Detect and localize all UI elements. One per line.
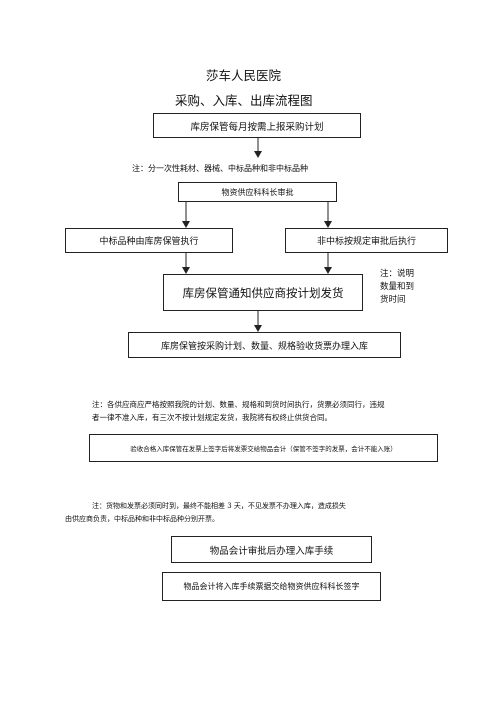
note-quantity-time-line-1: 注：说明 bbox=[380, 269, 415, 279]
note-categories: 注：分一次性耗材、器械、中标品种和非中标品种 bbox=[132, 164, 308, 173]
step-notify-supplier: 库房保管通知供应商按计划发货 bbox=[163, 274, 363, 311]
step-non-winning-bid-execution: 非中标按规定审批后执行 bbox=[285, 228, 448, 253]
note-invoice-rules: 注：货物和发票必须同时到，最终不能相差 3 天，不见发票不办理入库，造成损失 由… bbox=[65, 500, 346, 526]
step-inspection-storage: 库房保管按采购计划、数量、规格验收货票办理入库 bbox=[128, 332, 401, 358]
note-invoice-rules-line-2: 由供应商负责，中标品种和非中标品种分别开票。 bbox=[65, 515, 219, 523]
step-accountant-approval: 物品会计审批后办理入库手续 bbox=[171, 536, 372, 563]
note-quantity-time: 注：说明 数量和到 货时间 bbox=[380, 268, 414, 307]
note-quantity-time-line-2: 数量和到 bbox=[380, 282, 415, 292]
note-supplier-rules-line-2: 者一律不准入库，有三次不按计划规定发货，我院将有权终止供货合同。 bbox=[92, 413, 332, 422]
step-supply-director-approval: 物资供应科科长审批 bbox=[178, 182, 337, 202]
step-monthly-purchase-plan: 库房保管每月按需上报采购计划 bbox=[153, 113, 361, 138]
step-director-signature: 物品会计将入库手续票据交给物资供应科科长签字 bbox=[162, 572, 381, 601]
note-invoice-rules-line-1: 注：货物和发票必须同时到，最终不能相差 3 天，不见发票不办理入库，造成损失 bbox=[92, 502, 346, 510]
note-supplier-rules: 注：各供应商应严格按照我院的计划、数量、规格和到货时间执行，货票必须同行，违规 … bbox=[92, 398, 385, 424]
page-subtitle: 采购、入库、出库流程图 bbox=[175, 93, 313, 108]
note-quantity-time-line-3: 货时间 bbox=[380, 295, 406, 305]
step-invoice-signing: 验收合格入库保管在发票上签字后将发票交给物品会计（保管不签字的发票，会计不能入账… bbox=[89, 434, 438, 462]
step-winning-bid-execution: 中标品种由库房保管执行 bbox=[65, 228, 233, 253]
note-supplier-rules-line-1: 注：各供应商应严格按照我院的计划、数量、规格和到货时间执行，货票必须同行，违规 bbox=[92, 400, 385, 409]
page-title: 莎车人民医院 bbox=[206, 68, 282, 83]
